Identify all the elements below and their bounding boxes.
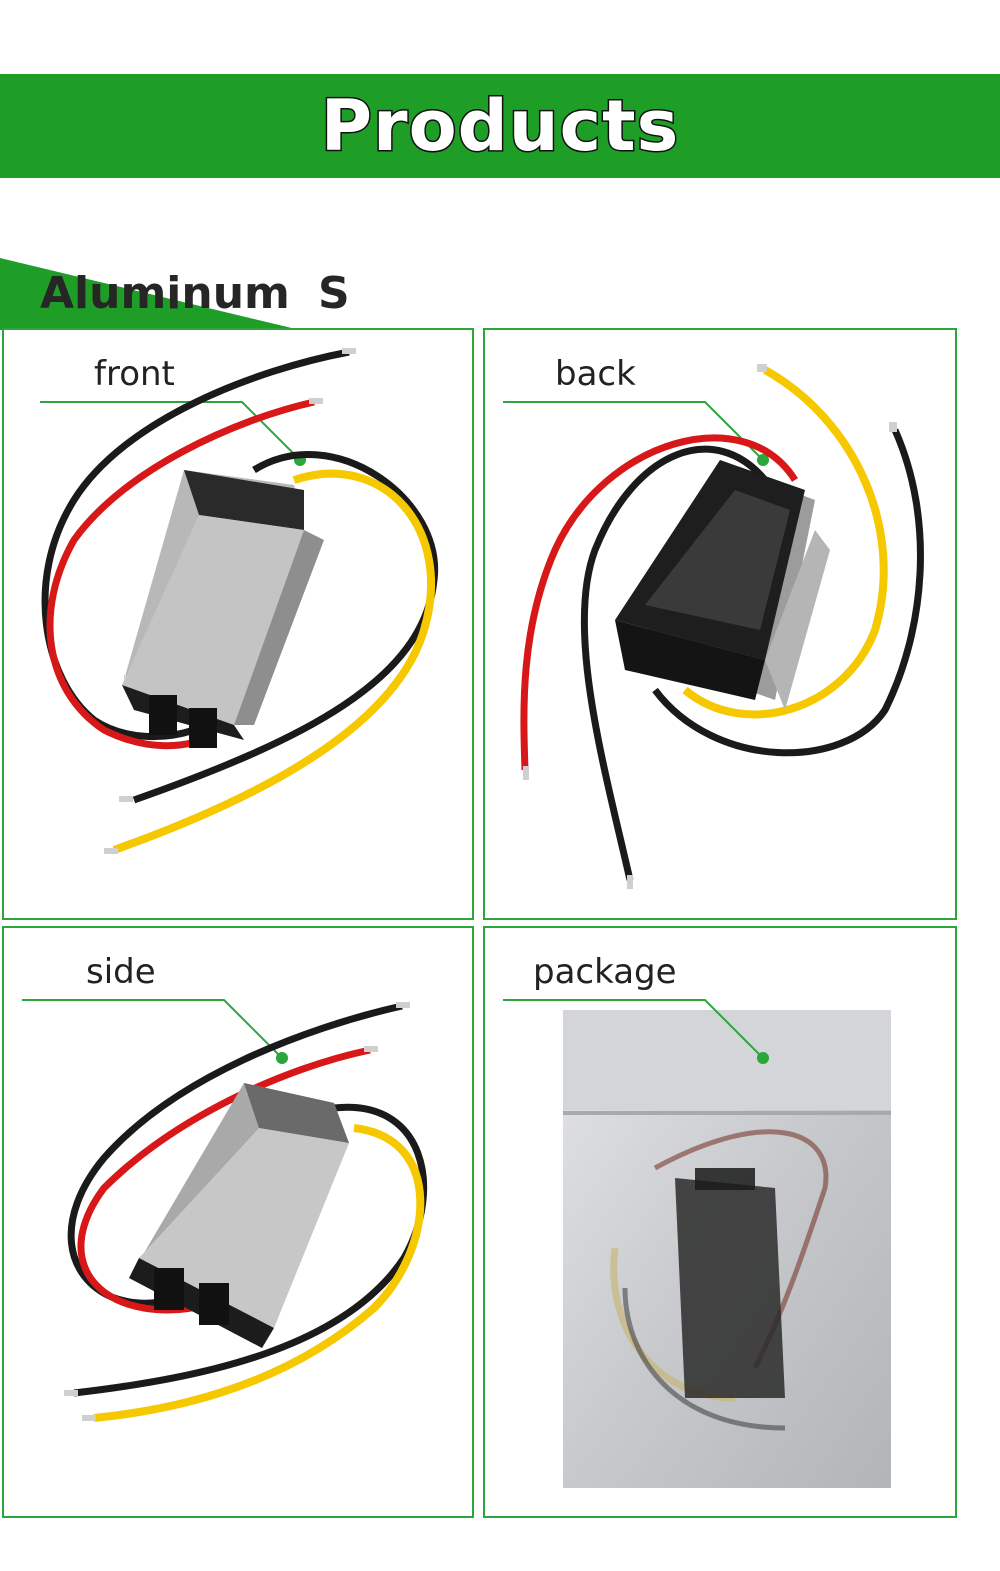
subtitle-size: S (318, 268, 350, 319)
panel-label-back: back (555, 354, 636, 394)
header-banner (0, 74, 1000, 178)
panel-label-side: side (86, 952, 156, 992)
panel-side: side (2, 926, 474, 1518)
panel-label-front: front (94, 354, 175, 394)
panel-front: front (2, 328, 474, 920)
subtitle-tab-shape (0, 258, 300, 330)
panel-back: back (483, 328, 957, 920)
panel-package: package (483, 926, 957, 1518)
subtitle-material: Aluminum (40, 268, 290, 319)
package-product-image (503, 999, 891, 1488)
back-product-image (503, 364, 924, 889)
page-title: Products (319, 84, 680, 169)
side-product-image (22, 999, 427, 1422)
front-product-image (40, 348, 439, 854)
panel-label-package: package (533, 952, 677, 992)
